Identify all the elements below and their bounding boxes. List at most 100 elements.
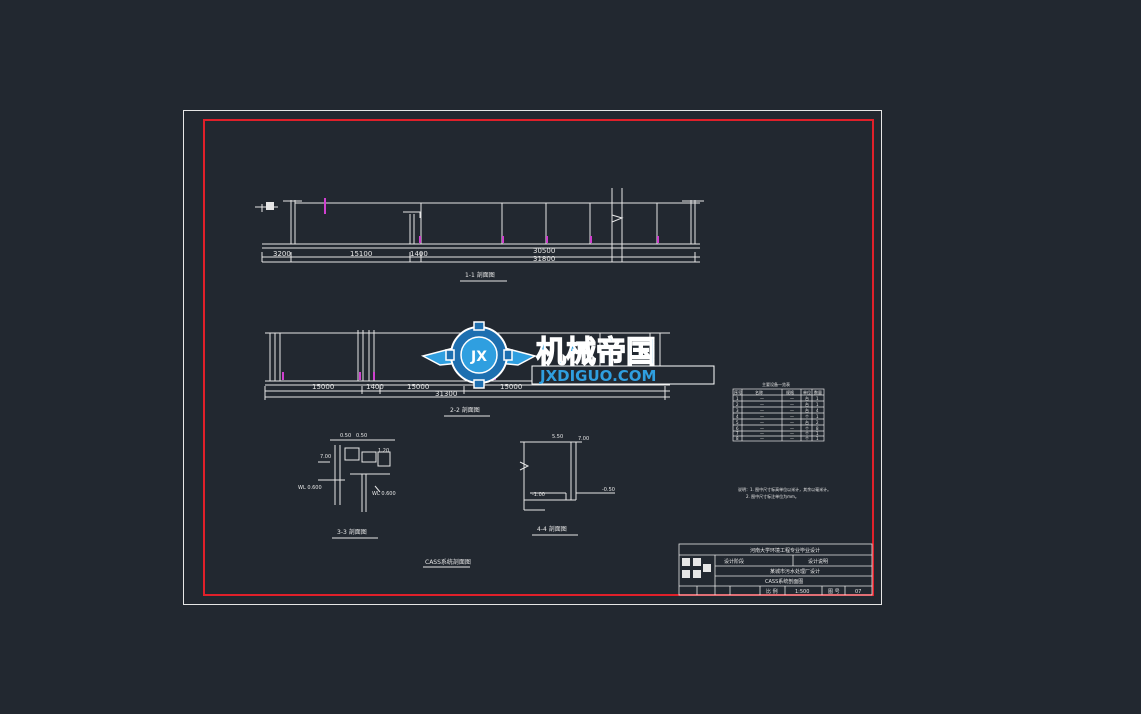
table-cell: — (760, 402, 764, 407)
dim-label: 0.50 (340, 433, 351, 439)
title-block-stage: 设计阶段 (724, 558, 744, 565)
table-cell: 6 (736, 426, 739, 431)
dim-label: 7.00 (578, 436, 589, 442)
section-1-1-magenta-marks (324, 198, 659, 243)
section-4-4-title: 4-4 剖面图 (537, 525, 567, 533)
dim-label: 5.50 (552, 434, 563, 440)
section-2-2-title: 2-2 剖面图 (450, 406, 480, 414)
section-1-1 (255, 188, 704, 263)
drawing-caption: CASS系统剖面图 (425, 558, 471, 566)
section-4-4-dimensions: 5.50 7.00 -0.50 -1.00 (532, 434, 615, 498)
table-cell: — (760, 426, 764, 431)
table-cell: 个 (805, 426, 809, 431)
table-cell: 4 (816, 408, 819, 413)
table-cell: 个 (805, 431, 809, 436)
notes-line-2: 2. 图中尺寸标注单位为mm。 (746, 493, 799, 499)
section-1-1-dimensions: 3200 15100 1400 30500 31800 (273, 247, 555, 263)
watermark-badge: JX (470, 349, 487, 365)
table-cell: 1 (816, 436, 819, 441)
table-cell: — (760, 408, 764, 413)
title-block-school: 河南大学环境工程专业毕业设计 (750, 547, 820, 554)
table-cell: — (760, 414, 764, 419)
table-cell: 台 (805, 419, 809, 425)
title-block-logo-blocks (682, 558, 711, 578)
table-cell: 7 (736, 431, 739, 436)
dim-label: -0.50 (602, 487, 615, 493)
dim-label: 1.20 (378, 448, 389, 454)
section-4-4 (519, 441, 615, 511)
table-cell: — (760, 436, 764, 441)
dim-label: 3200 (273, 250, 291, 258)
section-1-1-title: 1-1 剖面图 (465, 271, 495, 279)
table-cell: 台 (805, 401, 809, 407)
equipment-table-text: 序号 名称 规格 单位 数量 1 — — 台 1 2 — — 台 1 3 — —… (734, 389, 822, 441)
dim-label: 15000 (500, 383, 522, 391)
table-cell: 2 (816, 420, 819, 425)
dim-label: 31800 (533, 255, 555, 263)
dim-label: 15000 (407, 383, 429, 391)
table-cell: 1 (816, 402, 819, 407)
title-block-scale-label: 比 例 (766, 588, 778, 595)
notes-line-1: 说明：1. 图中尺寸标高单位以米计，其余以毫米计。 (738, 486, 831, 492)
table-cell: — (790, 408, 794, 413)
table-header: 数量 (814, 389, 822, 395)
title-block-scale-value: 1:500 (795, 589, 809, 595)
table-cell: — (790, 414, 794, 419)
watermark-cn: 机械帝国 (536, 335, 656, 370)
table-header: 单位 (803, 389, 811, 395)
dim-label: 7.00 (320, 454, 331, 460)
dim-label: 15000 (312, 383, 334, 391)
watermark-en: JXDIGUO.COM (539, 367, 656, 385)
table-cell: — (790, 396, 794, 401)
table-cell: — (790, 402, 794, 407)
dim-label: -1.00 (532, 492, 545, 498)
section-2-2-dimensions: 15000 1400 15000 15000 31300 (312, 383, 522, 398)
table-header: 规格 (786, 389, 794, 395)
section-3-3-title: 3-3 剖面图 (337, 528, 367, 536)
title-block-sheet-label: 图 号 (828, 589, 840, 595)
table-cell: 1 (736, 396, 739, 401)
table-cell: 1 (816, 431, 819, 436)
table-cell: 8 (736, 436, 739, 441)
dim-label: 30500 (533, 247, 555, 255)
dim-label: 1400 (366, 383, 384, 391)
dim-label: WL 0.600 (298, 485, 322, 491)
table-cell: 台 (805, 395, 809, 401)
equipment-table-title: 主要设备一览表 (762, 381, 790, 387)
title-block-desc: 设计说明 (808, 558, 828, 565)
title-block-project: 某城市污水处理厂设计 (770, 568, 820, 575)
table-cell: 个 (805, 436, 809, 441)
table-cell: — (790, 436, 794, 441)
table-cell: — (790, 420, 794, 425)
table-cell: 3 (736, 408, 739, 413)
dim-label: 1400 (410, 250, 428, 258)
table-cell: 5 (736, 420, 739, 425)
title-block-sheet-value: 07 (855, 589, 861, 595)
dim-label: 15100 (350, 250, 372, 258)
section-3-3 (318, 439, 395, 512)
table-header: 序号 (734, 389, 742, 395)
table-cell: — (760, 396, 764, 401)
table-cell: 台 (805, 407, 809, 413)
table-cell: 1 (816, 414, 819, 419)
equipment-table (732, 388, 825, 442)
table-cell: 2 (736, 402, 739, 407)
table-cell: — (760, 431, 764, 436)
table-cell: — (790, 426, 794, 431)
table-cell: 8 (816, 426, 819, 431)
table-cell: 4 (736, 414, 739, 419)
dim-label: 31300 (435, 390, 457, 398)
table-cell: — (790, 431, 794, 436)
gear-icon: JX (445, 321, 513, 389)
sheet-outer-frame (183, 110, 882, 605)
dim-label: WL 0.600 (372, 491, 396, 497)
dim-label: 0.50 (356, 433, 367, 439)
title-block-drawing-name: CASS系统剖面图 (765, 578, 803, 585)
watermark-logo: JX 机械帝国 JXDIGUO.COM (420, 321, 715, 389)
title-block (678, 543, 873, 596)
table-header: 名称 (755, 389, 763, 395)
section-3-3-dimensions: 0.50 0.50 1.20 7.00 WL 0.600 WL 0.600 (298, 433, 396, 497)
table-cell: 1 (816, 396, 819, 401)
table-cell: — (760, 420, 764, 425)
